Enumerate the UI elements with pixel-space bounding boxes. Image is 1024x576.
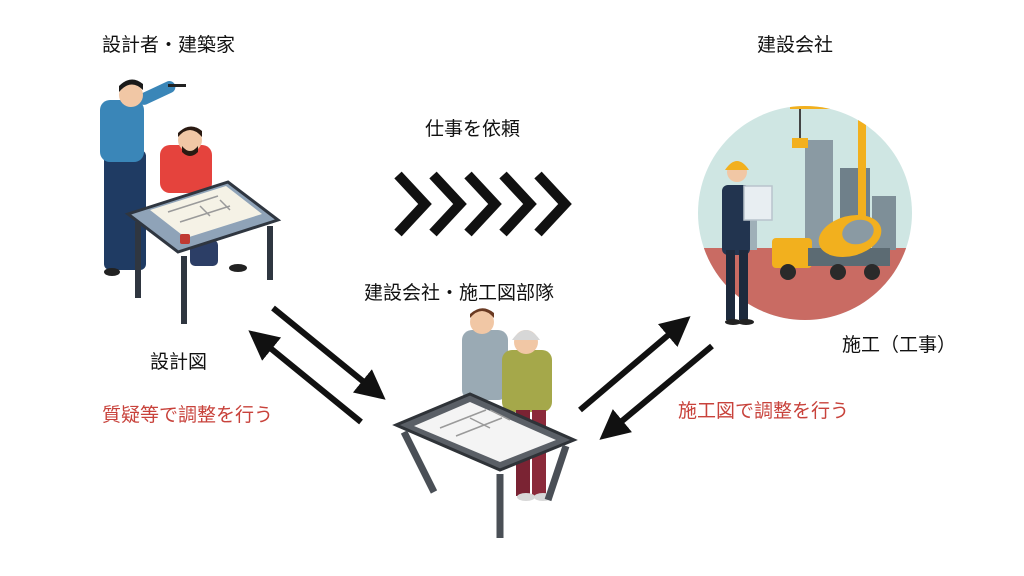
label-contractor: 建設会社 [757,34,834,56]
left-exchange-arrows [248,305,386,425]
label-request: 仕事を依頼 [425,118,521,140]
right-exchange-arrows [578,316,714,440]
label-design-drawing: 設計図 [150,351,208,373]
label-shop-drawing-adjust: 施工図で調整を行う [678,400,850,422]
designer-illustration [100,79,282,324]
chevron-arrows [394,171,572,237]
label-designer: 設計者・建築家 [102,34,236,56]
label-drafting-team: 建設会社・施工図部隊 [364,282,555,304]
construction-site-illustration [698,106,912,325]
drafting-team-illustration [392,308,578,538]
label-qa-adjust: 質疑等で調整を行う [102,404,274,426]
label-construction-work: 施工（工事） [842,334,957,356]
